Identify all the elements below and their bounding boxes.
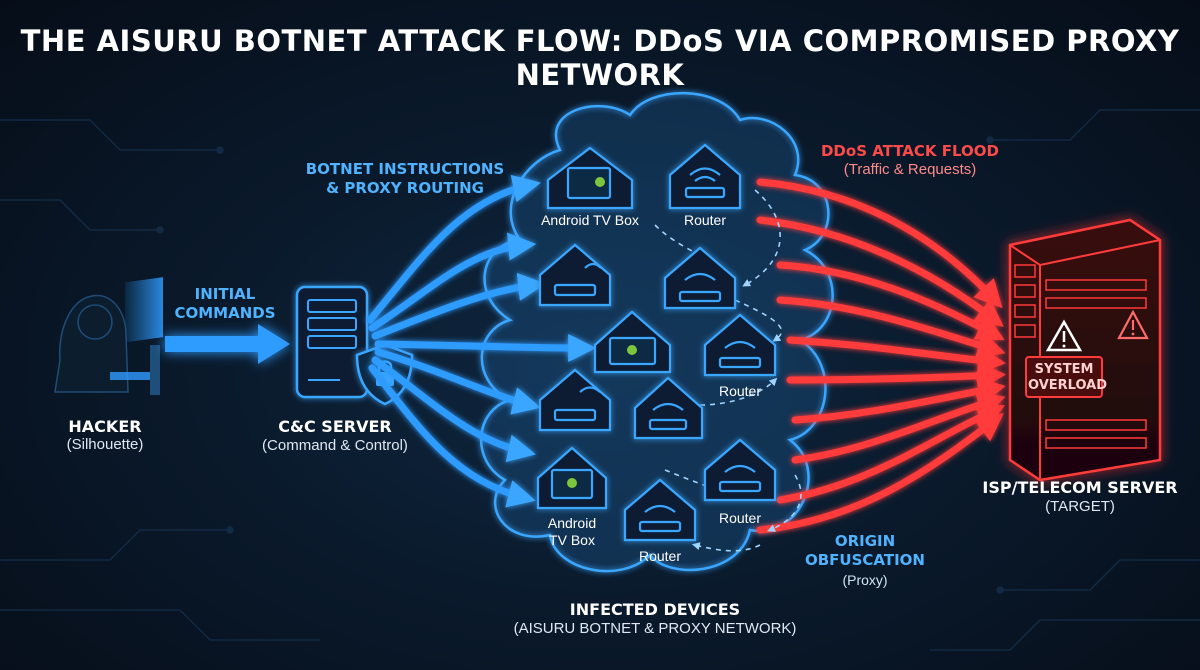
device-router-right-lower: [703, 438, 777, 502]
device-router-mid: [703, 313, 777, 377]
device-label-android-bottom: Android TV Box: [532, 515, 612, 549]
device-label-android-bottom-2: TV Box: [549, 532, 595, 548]
initial-commands-line1: INITIAL: [194, 285, 256, 303]
cc-server-sub: (Command & Control): [262, 437, 408, 454]
page-title: THE AISURU BOTNET ATTACK FLOW: DDoS VIA …: [20, 24, 1180, 92]
botnet-instructions-line1: BOTNET INSTRUCTIONS: [305, 160, 505, 178]
system-overload-line1: SYSTEM: [1034, 362, 1094, 377]
botnet-instructions-line2: & PROXY ROUTING: [326, 179, 484, 197]
target-sub: (TARGET): [1045, 498, 1115, 515]
target-server-icon: [1008, 218, 1162, 482]
initial-commands-label: INITIAL COMMANDS: [170, 285, 280, 323]
device-router-left-lower: [538, 368, 612, 432]
origin-line2: OBFUSCATION: [805, 551, 925, 569]
circuit-background: [0, 109, 1200, 651]
android-icon: [567, 478, 577, 488]
system-overload-label: SYSTEM OVERLOAD: [1028, 362, 1108, 394]
initial-commands-arrow: [165, 324, 290, 364]
hacker-sub: (Silhouette): [66, 436, 144, 453]
infected-devices-sub: (AISURU BOTNET & PROXY NETWORK): [513, 620, 797, 637]
ddos-sub: (Traffic & Requests): [843, 161, 977, 178]
ddos-flood-arrows: [756, 178, 1007, 534]
device-label-router-lower: Router: [718, 510, 762, 526]
device-router-center-lower: [633, 376, 704, 440]
device-label-router-top: Router: [683, 212, 727, 228]
warning-icon: [1045, 319, 1083, 352]
device-router-top: [668, 143, 742, 210]
cc-server-label: C&C SERVER: [278, 417, 392, 436]
device-label-android-top: Android TV Box: [541, 212, 639, 228]
target-label: ISP/TELECOM SERVER: [982, 478, 1178, 497]
device-label-router-bottom: Router: [638, 548, 682, 564]
botnet-instruction-arrows: [366, 174, 597, 508]
botnet-instructions-label: BOTNET INSTRUCTIONS & PROXY ROUTING: [305, 160, 505, 198]
infected-devices-label: INFECTED DEVICES: [569, 600, 741, 619]
initial-commands-line2: COMMANDS: [174, 304, 276, 322]
origin-obfuscation-label: ORIGIN OBFUSCATION: [800, 532, 930, 570]
device-android-tv-bottom: [536, 446, 608, 510]
cc-server-icon: [295, 285, 369, 399]
device-label-android-bottom-1: Android: [547, 515, 597, 531]
origin-line1: ORIGIN: [834, 532, 896, 550]
device-router-bottom: [623, 478, 697, 542]
android-icon: [627, 345, 637, 355]
device-label-router-mid: Router: [718, 383, 762, 399]
origin-proxy-sub: (Proxy): [842, 572, 888, 588]
device-tv-center: [593, 310, 672, 374]
device-router-left: [538, 243, 612, 307]
hacker-silhouette-icon: [54, 277, 163, 395]
device-router-mid-upper: [663, 246, 737, 310]
hacker-label: HACKER: [68, 417, 142, 436]
android-icon: [595, 177, 605, 187]
system-overload-line2: OVERLOAD: [1028, 378, 1108, 393]
ddos-label: DDoS ATTACK FLOOD: [820, 142, 999, 160]
warning-icon: [1117, 309, 1149, 340]
device-android-tv-top: [546, 146, 634, 210]
